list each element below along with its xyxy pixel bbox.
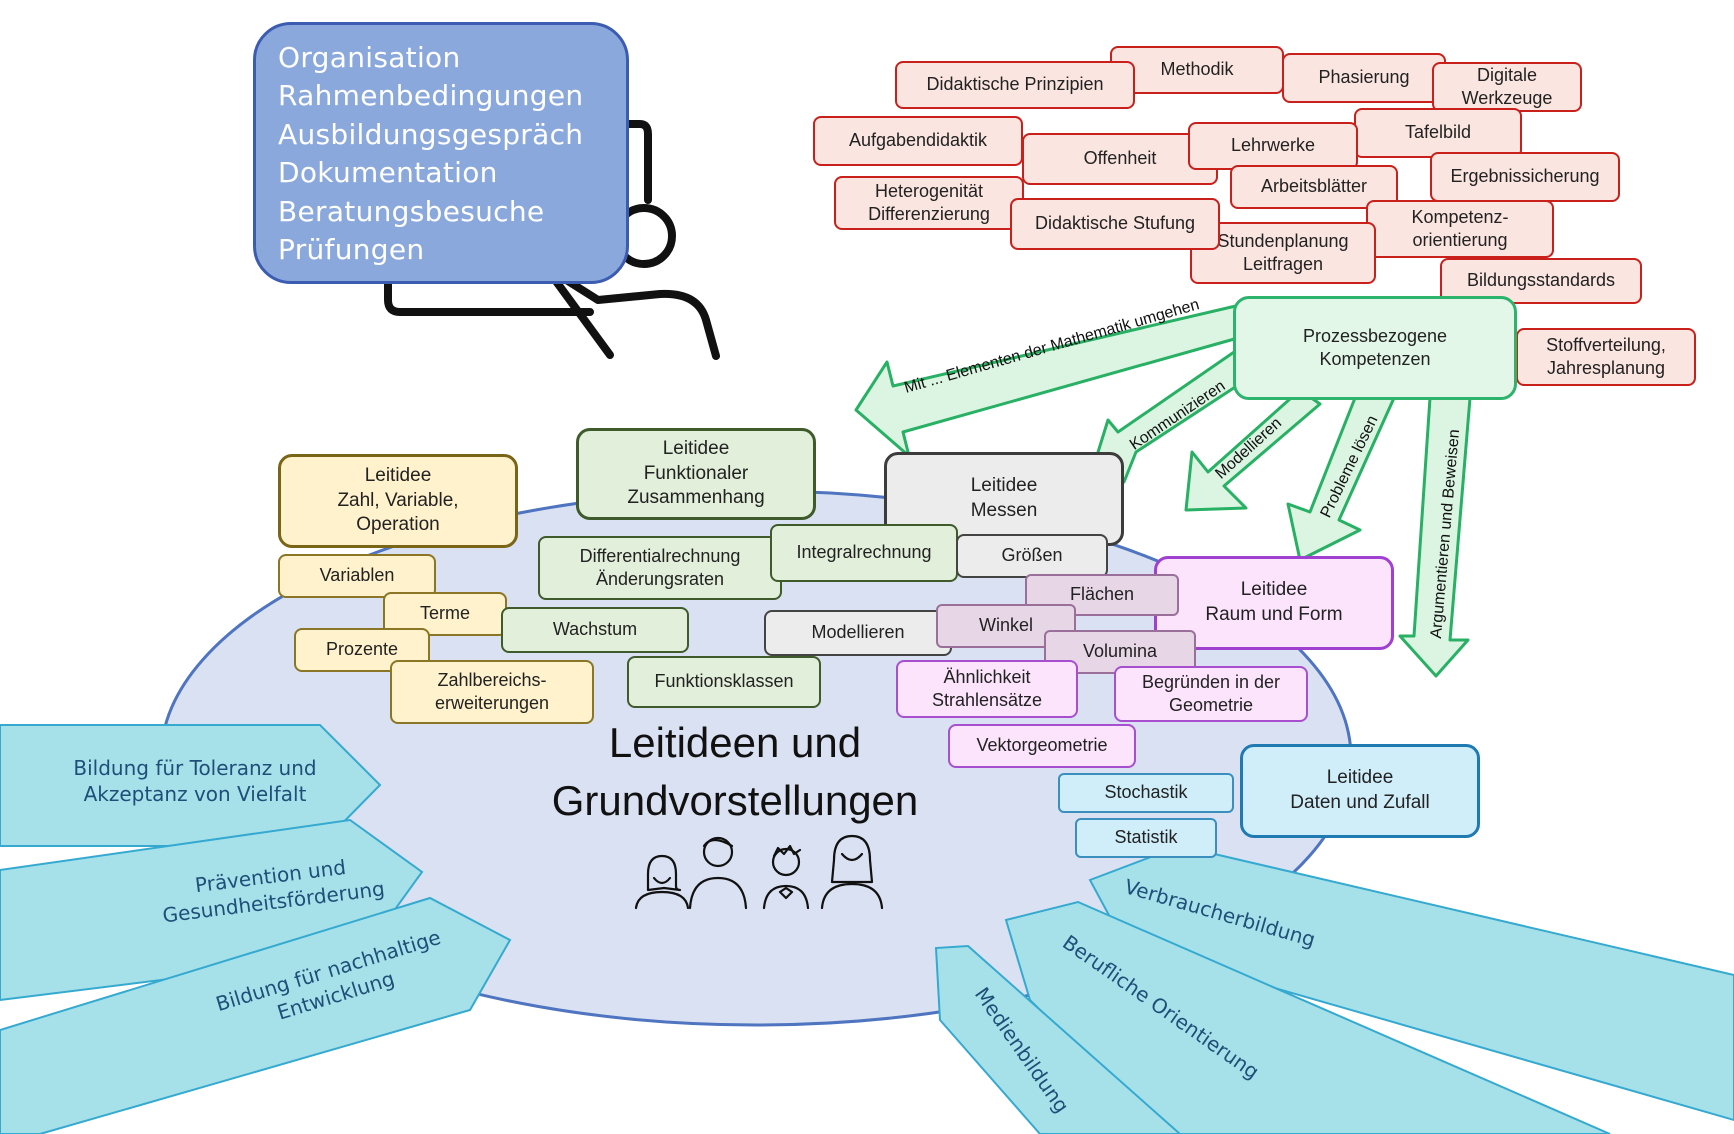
- org-line-rahmenbedingungen: Rahmenbedingungen: [278, 79, 584, 112]
- topic-groessen: Größen: [956, 534, 1108, 578]
- organisation-board: Organisation Rahmenbedingungen Ausbildun…: [253, 22, 629, 284]
- didactic-lehrwerke: Lehrwerke: [1188, 122, 1358, 170]
- topic-funktionsklassen: Funktionsklassen: [627, 656, 821, 708]
- topic-modellieren: Modellieren: [764, 610, 952, 656]
- didactic-tafelbild: Tafelbild: [1354, 108, 1522, 158]
- arrow-modellieren-shape: [1184, 388, 1322, 512]
- didactic-offenheit: Offenheit: [1022, 133, 1218, 185]
- didactic-phasierung: Phasierung: [1282, 53, 1446, 103]
- prozessbezogene-kompetenzen: Prozessbezogene Kompetenzen: [1233, 296, 1517, 400]
- cross-topic-toleranz: Bildung für Toleranz und Akzeptanz von V…: [73, 756, 317, 806]
- topic-differential: Differentialrechnung Änderungsraten: [538, 536, 782, 600]
- topic-begruenden: Begründen in der Geometrie: [1114, 666, 1308, 722]
- center-title: Leitideen und Grundvorstellungen: [520, 714, 950, 830]
- cross-topic-nachhaltig-shape: [0, 896, 512, 1134]
- center-title-line1: Leitideen und: [608, 719, 862, 766]
- group-of-people-icon: [634, 834, 884, 910]
- didactic-digitale-werkzeuge: Digitale Werkzeuge: [1432, 62, 1582, 112]
- cross-topic-medien-shape: [934, 944, 1182, 1134]
- topic-variablen: Variablen: [278, 554, 436, 598]
- leitidee-funktional: Leitidee Funktionaler Zusammenhang: [576, 428, 816, 520]
- didactic-ergebnissicherung: Ergebnissicherung: [1430, 152, 1620, 202]
- didactic-stoffverteilung: Stoffverteilung, Jahresplanung: [1516, 328, 1696, 386]
- org-line-pruefungen: Prüfungen: [278, 233, 425, 266]
- didactic-aufgabendidaktik: Aufgabendidaktik: [813, 116, 1023, 166]
- topic-integral: Integralrechnung: [770, 524, 958, 582]
- topic-wachstum: Wachstum: [501, 607, 689, 653]
- org-line-dokumentation: Dokumentation: [278, 156, 498, 189]
- leitidee-raum: Leitidee Raum und Form: [1154, 556, 1394, 650]
- didactic-kompetenzorientierung: Kompetenz- orientierung: [1366, 200, 1554, 258]
- cross-topic-toleranz-shape: [0, 724, 382, 847]
- cross-topic-verbraucher-shape: [1088, 844, 1734, 1122]
- topic-vektorgeometrie: Vektorgeometrie: [948, 724, 1136, 768]
- leitidee-zahl: Leitidee Zahl, Variable, Operation: [278, 454, 518, 548]
- topic-prozente: Prozente: [294, 628, 430, 672]
- leitidee-daten: Leitidee Daten und Zufall: [1240, 744, 1480, 838]
- center-title-line2: Grundvorstellungen: [551, 777, 919, 824]
- didactic-didaktische-prinzipien: Didaktische Prinzipien: [895, 61, 1135, 109]
- org-line-ausbildungsgespraech: Ausbildungsgespräch: [278, 118, 584, 151]
- didactic-stundenplanung: Stundenplanung Leitfragen: [1190, 222, 1376, 284]
- topic-stochastik: Stochastik: [1058, 773, 1234, 813]
- didactic-didaktische-stufung: Didaktische Stufung: [1010, 198, 1220, 250]
- topic-statistik: Statistik: [1075, 818, 1217, 858]
- arrow-probleme-shape: [1286, 396, 1396, 562]
- topic-zahlbereich: Zahlbereichs- erweiterungen: [390, 660, 594, 724]
- didactic-heterogenitaet: Heterogenität Differenzierung: [834, 176, 1024, 230]
- topic-flaechen: Flächen: [1025, 574, 1179, 616]
- arrow-mathematik-shape: [854, 303, 1247, 458]
- org-line-beratungsbesuche: Beratungsbesuche: [278, 195, 545, 228]
- arrow-argumentieren-shape: [1398, 396, 1472, 678]
- topic-aehnlichkeit: Ähnlichkeit Strahlensätze: [896, 660, 1078, 718]
- didactic-methodik: Methodik: [1110, 46, 1284, 94]
- org-line-organisation: Organisation: [278, 41, 461, 74]
